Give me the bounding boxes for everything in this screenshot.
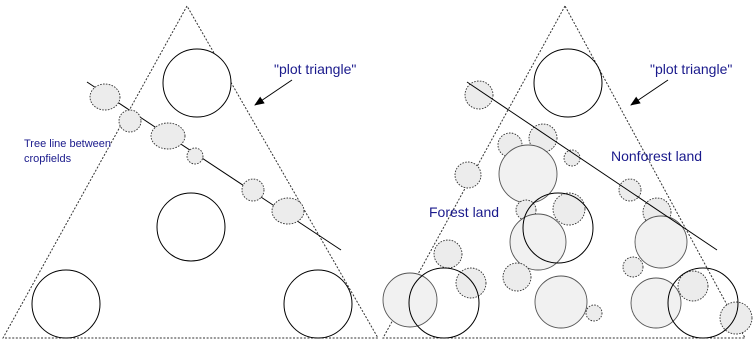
right-plot-circle-bottom-right [667,267,739,339]
treeline-label-line1: Tree line between [24,138,111,150]
left-plot-circle-center [156,192,226,262]
tree-crown [455,267,487,299]
tree-crown [719,301,753,335]
tree-crown-large [634,215,688,269]
tree-crown-large [382,272,438,328]
tree-crown-large [534,275,588,329]
right-panel: "plot triangle" Forest land Nonforest la… [382,4,753,339]
left-plot-circle-top [162,48,232,118]
left-plot-circle-bottom-right [283,269,353,339]
tree-crown [677,270,709,302]
right-plot-triangle-label: "plot triangle" [650,61,732,77]
right-plot-circle-center [522,192,594,264]
tree-crown [552,192,586,226]
right-callout-arrow [630,79,669,106]
tree-crown [186,147,204,165]
tree-crown [502,262,532,292]
left-plot-triangle [2,4,379,339]
tree-crown [241,178,265,202]
tree-crown-large [630,277,682,329]
right-tree-line [466,81,718,251]
nonforest-land-label: Nonforest land [611,148,702,164]
right-plot-circle-bottom-left [408,267,480,339]
left-panel: "plot triangle" Tree line between cropfi… [2,4,379,339]
left-plot-triangle-label: "plot triangle" [274,61,356,77]
tree-crown [585,304,603,322]
tree-crown-large [509,213,567,271]
tree-crown [618,178,642,202]
treeline-label-line2: cropfields [24,153,72,165]
forest-land-label: Forest land [429,204,499,220]
tree-crown [464,80,494,110]
left-callout-arrow [254,79,293,106]
tree-crown [89,83,121,111]
tree-crown [433,239,463,269]
tree-crown [622,256,644,278]
tree-crown [150,122,186,150]
tree-crown [454,161,482,189]
tree-crown [118,109,142,133]
tree-crown [271,197,305,225]
right-plot-triangle [382,4,746,339]
left-plot-circle-bottom-left [31,269,101,339]
right-plot-circle-top [533,48,603,118]
